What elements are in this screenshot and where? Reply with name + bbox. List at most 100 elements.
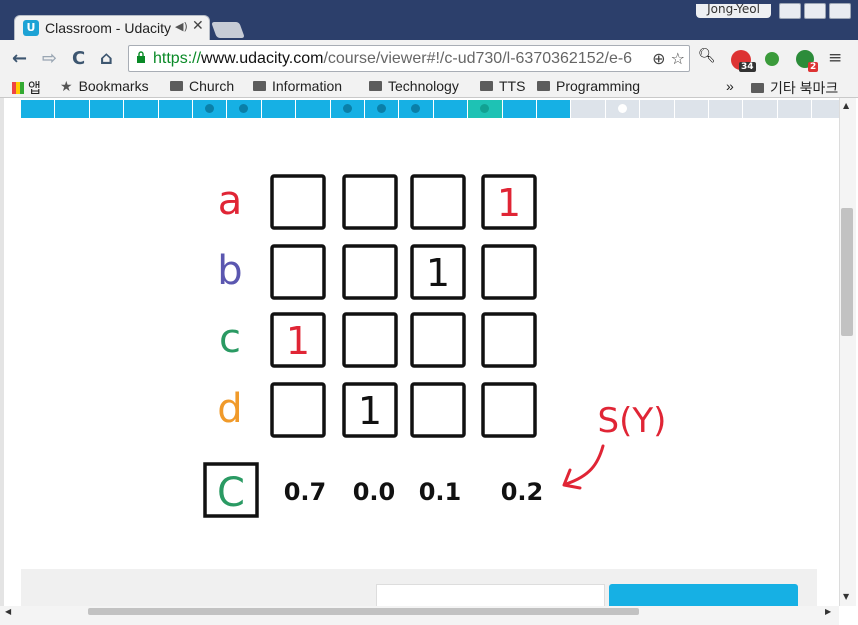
- progress-segment[interactable]: [124, 100, 159, 118]
- grid-cell: [481, 244, 537, 300]
- home-button[interactable]: ⌂: [100, 48, 113, 69]
- tab-title: Classroom - Udacity: [45, 20, 171, 36]
- address-bar[interactable]: https://www.udacity.com/course/viewer#!/…: [128, 45, 690, 72]
- bookmark-label: Information: [272, 78, 343, 94]
- grid-cell: [270, 244, 326, 300]
- scroll-down-arrow[interactable]: ▼: [843, 592, 850, 601]
- menu-icon[interactable]: ≡: [828, 48, 843, 68]
- bookmark-label: TTS: [499, 78, 526, 94]
- progress-segment[interactable]: [158, 100, 193, 118]
- forward-button[interactable]: ⇨: [42, 48, 58, 69]
- progress-segment[interactable]: [812, 100, 839, 118]
- close-icon[interactable]: ✕: [192, 18, 204, 34]
- progress-dot: [342, 104, 352, 113]
- progress-segment[interactable]: [55, 100, 90, 118]
- tab-classroom[interactable]: U Classroom - Udacity ◀) ✕: [14, 15, 210, 40]
- progress-segment[interactable]: [571, 100, 606, 118]
- lock-icon: [137, 51, 145, 63]
- zoom-icon[interactable]: ⊕: [652, 49, 666, 68]
- bookmarks-overflow[interactable]: »: [726, 78, 734, 94]
- row-label-b: b: [217, 248, 242, 294]
- cell-value: 1: [286, 319, 310, 363]
- progress-segment[interactable]: [537, 100, 572, 118]
- score-value: 0.0: [353, 478, 396, 506]
- progress-segment[interactable]: [21, 100, 56, 118]
- url-scheme: https://: [153, 50, 202, 67]
- progress-segment[interactable]: [777, 100, 813, 118]
- score-label: C: [217, 470, 245, 516]
- bookmark-label: Bookmarks: [78, 78, 149, 94]
- minimize-button[interactable]: [779, 3, 801, 19]
- back-button[interactable]: ←: [12, 48, 28, 69]
- progress-dot: [480, 104, 490, 113]
- bookmark-label: Church: [189, 78, 235, 94]
- progress-dot: [377, 104, 386, 113]
- extension-badge: 34: [739, 62, 756, 72]
- score-value: 0.2: [501, 478, 544, 506]
- progress-segment[interactable]: [261, 100, 297, 118]
- apps-label: 앱: [28, 80, 41, 96]
- url-text: https://www.udacity.com/course/viewer#!/…: [153, 50, 632, 68]
- speaker-icon[interactable]: ◀): [175, 20, 188, 33]
- progress-segment[interactable]: [674, 100, 709, 118]
- bookmark-label: Programming: [556, 78, 641, 94]
- progress-segment[interactable]: [433, 100, 469, 118]
- cell-value: 1: [358, 389, 382, 433]
- horizontal-scroll-thumb[interactable]: [88, 608, 639, 615]
- bookmark-item-information[interactable]: Information: [253, 78, 342, 94]
- maximize-button[interactable]: [804, 3, 826, 19]
- cell-value: 1: [426, 251, 450, 295]
- scroll-right-arrow[interactable]: ▶: [825, 607, 832, 616]
- bookmark-item-programming[interactable]: Programming: [537, 78, 640, 94]
- close-window-button[interactable]: [829, 3, 851, 19]
- other-bookmarks[interactable]: 기타 북마크: [751, 78, 838, 98]
- grid-cell: [481, 312, 537, 368]
- grid-cell: [481, 174, 537, 230]
- grid-cell: [270, 382, 326, 438]
- annotation-arrowhead: [562, 468, 582, 490]
- row-label-c: c: [219, 316, 241, 362]
- vertical-scroll-thumb[interactable]: [841, 208, 853, 336]
- grid-cell: [410, 174, 466, 230]
- progress-segment[interactable]: [89, 100, 125, 118]
- grid-cell: [342, 174, 398, 230]
- reload-button[interactable]: C: [72, 48, 86, 69]
- progress-segment[interactable]: [502, 100, 537, 118]
- grid-cell: [270, 174, 326, 230]
- row-label-d: d: [217, 386, 242, 432]
- new-tab-button[interactable]: [211, 22, 245, 38]
- progress-dot: [205, 104, 214, 113]
- grid-cell: [410, 244, 466, 300]
- bookmark-star-icon[interactable]: ☆: [670, 49, 685, 68]
- grid-cell: [342, 244, 398, 300]
- apps-shortcut[interactable]: 앱: [12, 78, 41, 98]
- progress-segment[interactable]: [709, 100, 744, 118]
- row-label-a: a: [218, 178, 243, 224]
- answer-input[interactable]: [376, 584, 605, 606]
- score-value: 0.1: [419, 478, 462, 506]
- cell-value: 1: [497, 181, 521, 225]
- vertical-scrollbar[interactable]: [839, 98, 856, 606]
- scroll-left-arrow[interactable]: ◀: [5, 607, 12, 616]
- folder-icon: [537, 81, 550, 91]
- progress-dot: [411, 104, 421, 113]
- progress-segment[interactable]: [743, 100, 778, 118]
- search-icon[interactable]: 🔍︎: [698, 48, 716, 64]
- bookmark-item-bookmarks[interactable]: ★Bookmarks: [60, 78, 149, 95]
- progress-segment[interactable]: [296, 100, 331, 118]
- other-bookmarks-label: 기타 북마크: [770, 80, 839, 96]
- bookmark-item-tts[interactable]: TTS: [480, 78, 525, 94]
- extension-green-icon[interactable]: [765, 52, 779, 66]
- profile-name[interactable]: Jong-Yeol: [696, 4, 771, 18]
- progress-segment[interactable]: [640, 100, 675, 118]
- folder-icon: [480, 81, 493, 91]
- grid-cell: [270, 312, 326, 368]
- folder-icon: [253, 81, 266, 91]
- scroll-up-arrow[interactable]: ▲: [843, 101, 850, 110]
- bookmark-item-church[interactable]: Church: [170, 78, 234, 94]
- submit-button[interactable]: [609, 584, 798, 606]
- grid-cell: [410, 382, 466, 438]
- bookmark-item-technology[interactable]: Technology: [369, 78, 459, 94]
